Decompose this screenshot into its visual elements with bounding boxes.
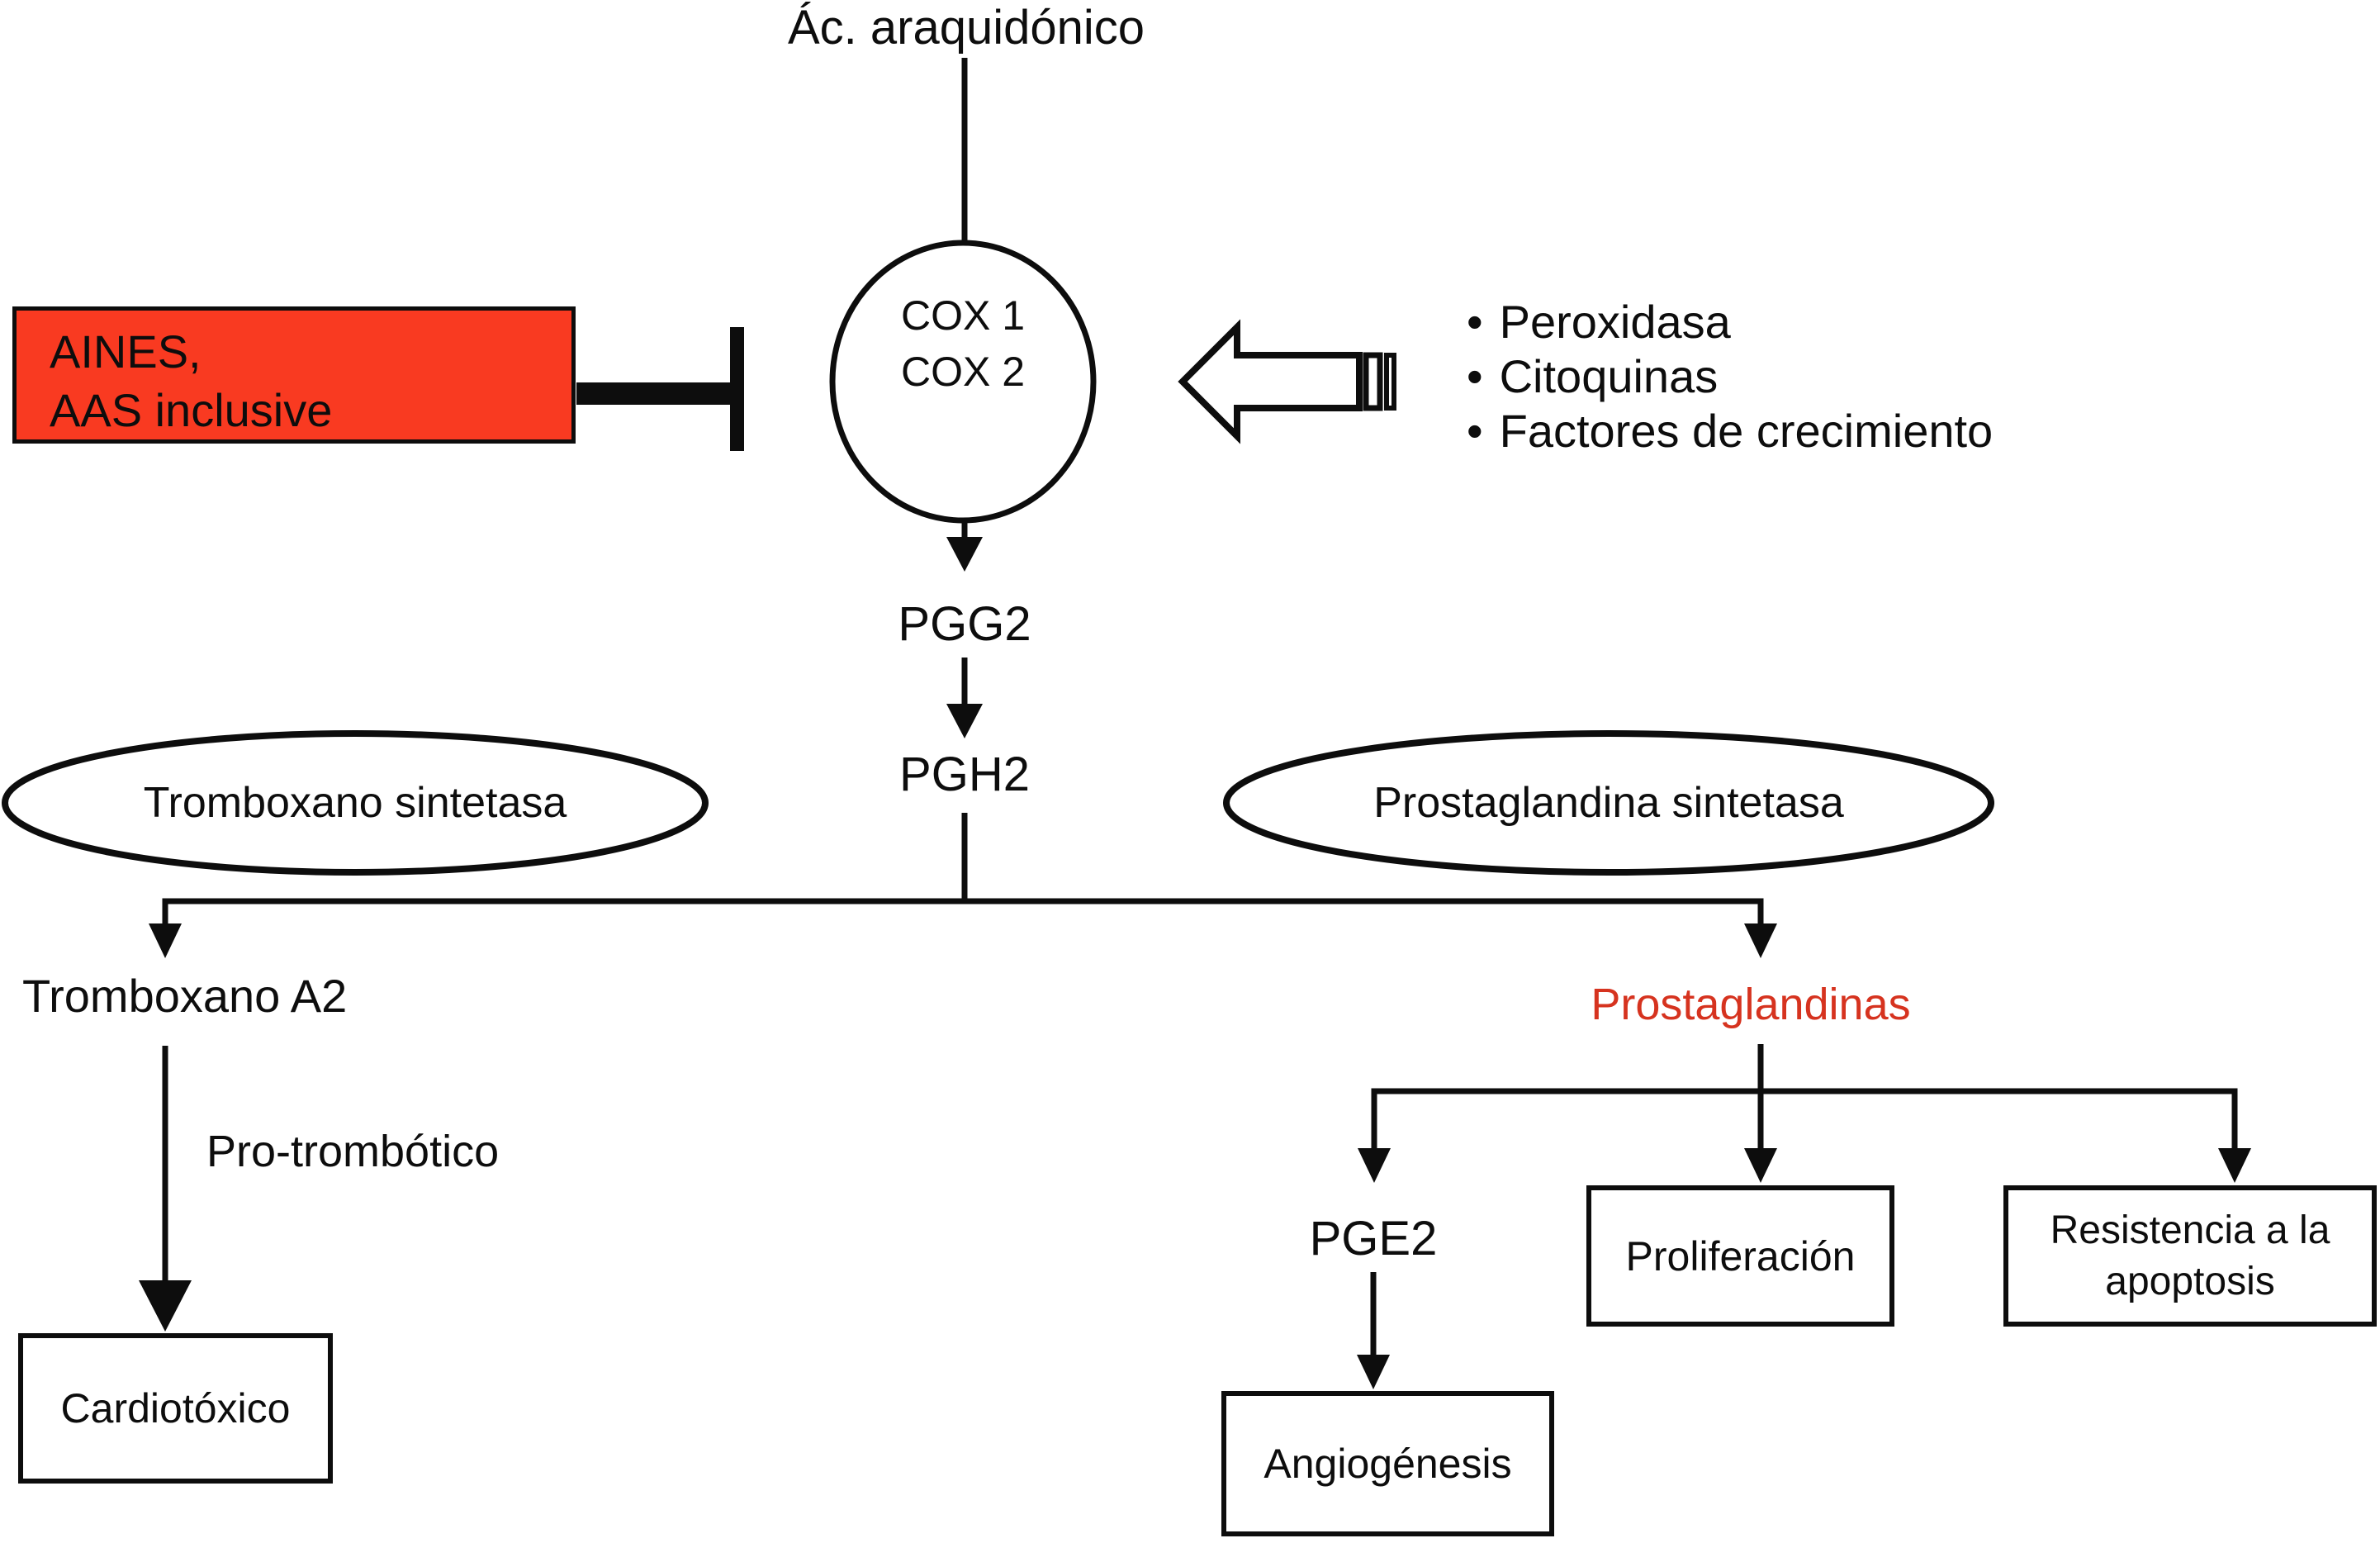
inhibitor-box-aines: AINES, AAS inclusive (12, 306, 576, 444)
box-resistencia-apoptosis: Resistencia a la apoptosis (2003, 1185, 2377, 1327)
node-acido-araquidonico: Ác. araquidónico (787, 1, 1145, 55)
inhibition-t-bar-shaft (576, 382, 733, 405)
tromboxano-sintetasa-label: Tromboxano sintetasa (143, 779, 567, 827)
split-line-main (162, 898, 1764, 925)
stimuli-block-arrow-icon (1178, 319, 1363, 444)
box-cardiotoxico: Cardiotóxico (18, 1333, 333, 1484)
arrowhead-to-proliferacion (1744, 1148, 1777, 1183)
stimulus-label: Peroxidasa (1499, 296, 1731, 348)
cox2-text: COX 2 (900, 349, 1026, 395)
arrowhead-to-angiogenesis (1357, 1355, 1390, 1389)
node-pge2: PGE2 (1309, 1212, 1438, 1265)
box-angiogenesis: Angiogénesis (1221, 1391, 1554, 1536)
node-prostaglandinas: Prostaglandinas (1591, 980, 1911, 1029)
resistencia-line1: Resistencia a la (2050, 1208, 2330, 1252)
stimuli-arrow-tail-bar-1 (1363, 352, 1383, 411)
resistencia-line2: apoptosis (2105, 1259, 2275, 1303)
stimulus-label: Citoquinas (1499, 350, 1719, 402)
split-line-prostaglandinas (1371, 1088, 2238, 1150)
proliferacion-label: Proliferación (1625, 1232, 1856, 1280)
stimulus-item-peroxidasa: • Peroxidasa (1467, 295, 1993, 349)
label-pro-trombotico: Pro-trombótico (206, 1127, 500, 1176)
arrowhead-to-prostaglandinas (1744, 923, 1777, 958)
box-proliferacion: Proliferación (1586, 1185, 1894, 1327)
arrowhead-cox-to-pgg2 (946, 537, 983, 572)
stimuli-arrow-tail-bar-2 (1384, 353, 1396, 411)
arrowhead-to-pge2 (1358, 1148, 1391, 1183)
node-pgg2: PGG2 (898, 597, 1031, 651)
arrowhead-to-tromboxano-a2 (149, 923, 182, 958)
stimulus-label: Factores de crecimiento (1499, 405, 1994, 457)
prostaglandina-sintetasa-label: Prostaglandina sintetasa (1373, 779, 1844, 827)
bullet-icon: • (1467, 296, 1483, 348)
aines-line1: AINES, (50, 325, 201, 377)
node-tromboxano-a2: Tromboxano A2 (22, 970, 348, 1022)
node-pgh2: PGH2 (899, 748, 1030, 801)
aines-line2: AAS inclusive (50, 384, 333, 436)
cox-label: COX 1 COX 2 (831, 287, 1095, 400)
stimuli-list: • Peroxidasa • Citoquinas • Factores de … (1467, 295, 1993, 458)
stimulus-item-citoquinas: • Citoquinas (1467, 349, 1993, 404)
cardiotoxico-label: Cardiotóxico (60, 1385, 291, 1431)
angiogenesis-label: Angiogénesis (1263, 1441, 1512, 1487)
bullet-icon: • (1467, 405, 1483, 457)
cox-ellipse (829, 240, 1097, 524)
arrowhead-to-cardiotoxico (139, 1280, 192, 1332)
cox1-text: COX 1 (900, 292, 1026, 339)
stimulus-item-factores: • Factores de crecimiento (1467, 404, 1993, 458)
arrowhead-to-resistencia (2218, 1148, 2251, 1183)
inhibition-t-bar-head (730, 327, 744, 451)
bullet-icon: • (1467, 350, 1483, 402)
arrowhead-pgg2-to-pgh2 (946, 704, 983, 738)
tromboxano-sintetasa-ellipse (2, 730, 709, 876)
prostaglandina-sintetasa-ellipse (1223, 730, 1994, 876)
